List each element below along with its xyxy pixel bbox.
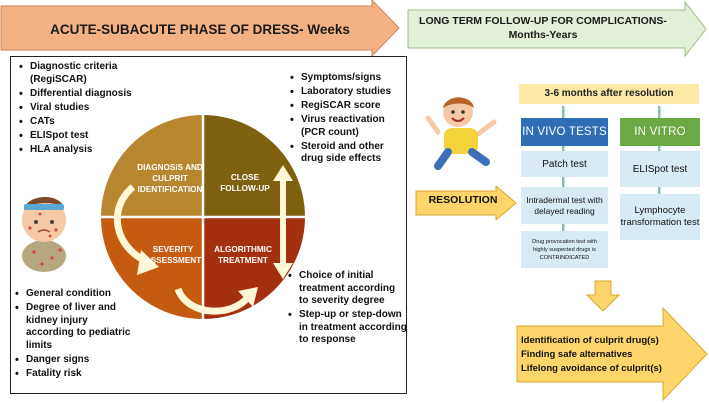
list-item: Virus reactivation (PCR count) [289,114,407,139]
vertical-double-arrow-icon [273,165,293,279]
list-item: RegiSCAR score [289,100,407,113]
list-item: Fatality risk [14,368,134,381]
lymphocyte-transformation-test-box: Lymphocyte transformation test [620,194,700,240]
list-item: Laboratory studies [289,86,407,99]
list-item: Diagnostic criteria (RegiSCAR) [18,61,138,86]
longterm-title-line1: LONG TERM FOLLOW-UP FOR COMPLICATIONS- [419,15,667,27]
list-item: Symptoms/signs [289,72,407,85]
acute-phase-arrow [0,0,400,58]
happy-child-illustration [425,97,497,170]
list-item: Steroid and other drug side effects [289,141,407,166]
severity-list: General condition Degree of liver and ki… [14,288,134,382]
elispot-test-box: ELISpot test [620,151,700,187]
management-cycle-diagram [101,115,305,319]
quadrant-label-treatment: ALGORITHMIC TREATMENT [214,245,272,265]
quadrant-label-diagnosis: DIAGNOSiS AND CULPRIT IDENTIFICATION [137,163,203,194]
list-item: Degree of liver and kidney injury accord… [14,302,134,352]
longterm-phase-arrow [407,0,707,58]
in-vitro-tests-header: IN VITRO TESTS [620,118,700,166]
quadrant-followup [203,115,305,217]
quadrant-treatment [203,217,305,319]
list-item: CATs [18,116,138,129]
outcome-list: Identification of culprit drug(s) Findin… [521,334,691,376]
in-vivo-tests-header: IN VIVO TESTS [521,118,608,146]
quadrant-label-followup: CLOSE FOLLOW-UP [220,173,270,193]
curved-arrow-bottom-icon [174,287,251,315]
down-arrow-icon [586,280,620,312]
quadrant-label-severity: SEVERITY ASSESSMENT [144,245,202,265]
months-after-resolution-banner: 3-6 months after resolution [519,84,699,104]
resolution-label: RESOLUTION [428,194,498,206]
followup-list: Symptoms/signs Laboratory studies RegiSC… [289,72,407,167]
list-item: Step-up or step-down in treatment accord… [287,309,407,347]
list-item: General condition [14,288,134,301]
patch-test-box: Patch test [521,151,608,177]
list-item: Finding safe alternatives [521,349,633,360]
outcome-arrow [516,306,708,402]
sick-child-illustration [22,196,66,272]
list-item: Choice of initial treatment according to… [287,270,407,308]
phase-arrows [0,0,707,58]
list-item: Identification of culprit drug(s) [521,335,659,346]
drug-provocation-test-box: Drug provocation test with highly suspec… [521,231,608,268]
acute-phase-title: ACUTE-SUBACUTE PHASE OF DRESS- Weeks [50,22,350,37]
list-item: Danger signs [14,354,134,367]
list-item: ELISpot test [18,130,138,143]
list-item: HLA analysis [18,144,138,157]
resolution-arrow [415,186,517,220]
list-item: Lifelong avoidance of culprit(s) [521,363,662,374]
intradermal-test-box: Intradermal test with delayed reading [521,187,608,224]
diagnosis-list: Diagnostic criteria (RegiSCAR) Different… [18,61,138,158]
list-item: Viral studies [18,102,138,115]
curved-arrow-left-icon [114,184,150,266]
treatment-list: Choice of initial treatment according to… [287,270,407,348]
test-connectors [562,106,661,231]
longterm-title-line2: Months-Years [508,29,578,41]
list-item: Differential diagnosis [18,88,138,101]
longterm-phase-title: LONG TERM FOLLOW-UP FOR COMPLICATIONS- M… [408,14,678,42]
